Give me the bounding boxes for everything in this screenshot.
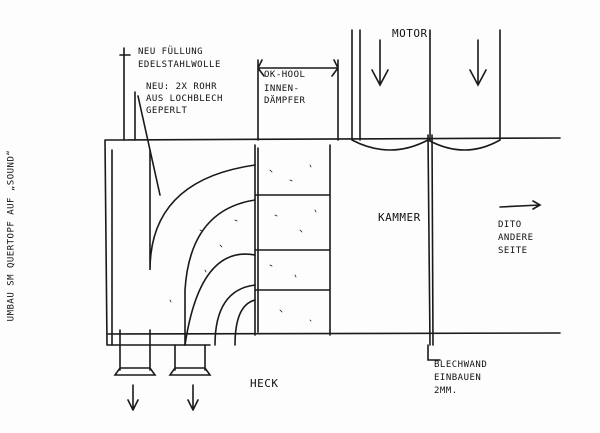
pipe-inner (119, 253, 256, 346)
side-title: UMBAU SM QUERTOPF AUF „SOUND“ (6, 149, 17, 322)
tailpipes (113, 344, 212, 411)
inner-damper (254, 144, 331, 336)
motor-block (351, 29, 501, 151)
label-motor: MOTOR (392, 27, 428, 40)
label-wall-3: 2mm. (434, 386, 458, 396)
label-chamber: KAMMER (378, 211, 421, 224)
label-ditto-3: SEITE (498, 246, 528, 256)
label-wall-2: EINBAUEN (434, 373, 482, 383)
muffler-outline (104, 137, 561, 346)
label-damper-3: DÄMPFER (264, 96, 306, 106)
label-ditto-1: DITO (498, 220, 522, 230)
label-pipe-1: NEU: 2x ROHR (146, 82, 218, 92)
label-ditto-2: ANDERE (498, 233, 534, 243)
label-wall-1: BLECHWAND (434, 360, 488, 370)
label-damper-2: INNEN- (264, 84, 300, 94)
partition-wall (427, 134, 441, 361)
label-damper-1: OK-HOOL (264, 70, 306, 80)
label-rear: HECK (250, 377, 279, 390)
pipe-outer (111, 149, 256, 346)
label-fill-2: EDELSTAHLWOLLE (138, 60, 221, 70)
label-pipe-3: GEPERLT (146, 106, 188, 116)
label-fill-1: NEU FÜLLUNG (138, 47, 204, 57)
fill-hatching (169, 164, 317, 322)
motor-arrows (371, 39, 487, 87)
label-pipe-2: AUS LOCHBLECH (146, 94, 223, 104)
